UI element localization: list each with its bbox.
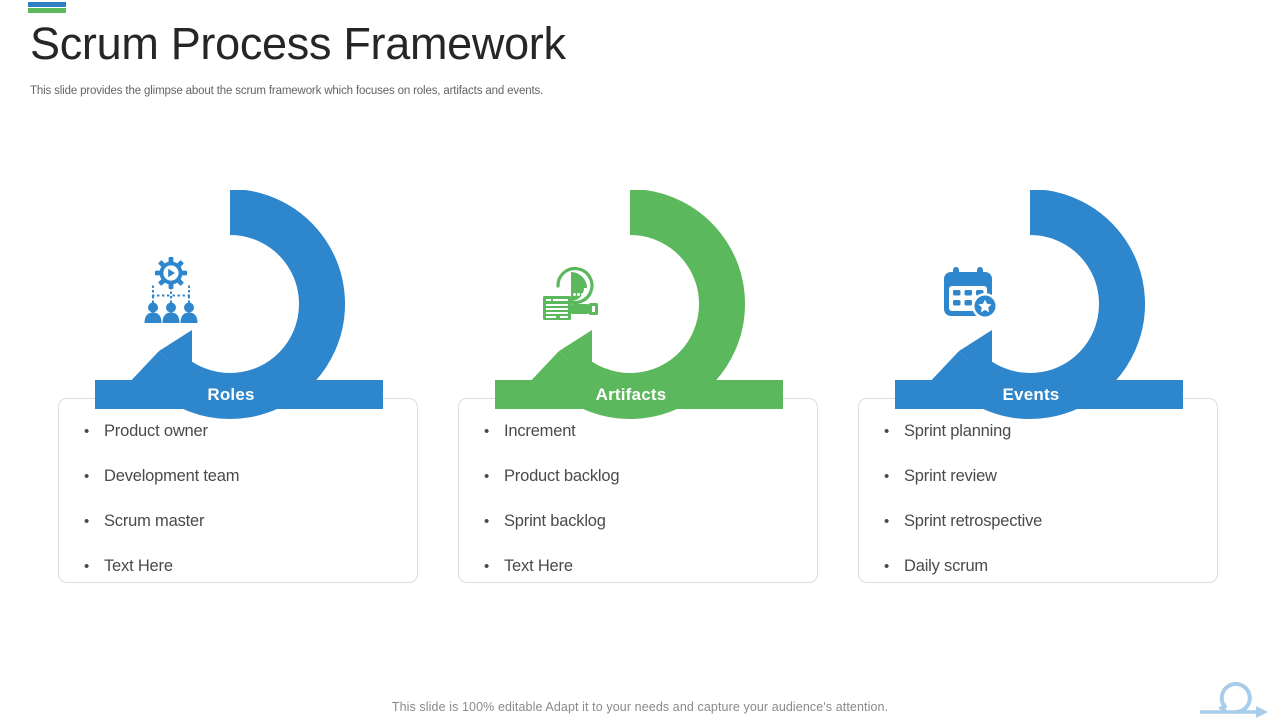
list-item: • Development team [84,467,404,512]
list-item-label: Product backlog [504,467,620,485]
list-item: • Product owner [84,422,404,467]
bullet-icon: • [884,423,890,440]
category-header-label-events: Events [1002,385,1060,404]
footer-note: This slide is 100% editable Adapt it to … [391,700,889,714]
list-item-label: Sprint planning [904,422,1012,440]
list-artifacts: • Increment • Product backlog • Sprint b… [484,422,804,602]
pie-chart-document-icon [536,256,606,326]
accent-bar-green [28,8,66,13]
bullet-icon: • [84,558,90,575]
list-item-label: Scrum master [104,512,205,530]
bullet-icon: • [484,558,490,575]
bullet-icon: • [84,468,90,485]
list-item: • Increment [484,422,804,467]
accent-bar-blue [28,2,66,7]
list-item: • Product backlog [484,467,804,512]
bullet-icon: • [84,513,90,530]
list-item: • Sprint backlog [484,512,804,557]
list-item-label: Sprint retrospective [904,512,1043,530]
list-events: • Sprint planning • Sprint review • Spri… [884,422,1204,602]
list-item: • Sprint retrospective [884,512,1204,557]
calendar-star-icon [936,256,1006,326]
list-item-label: Increment [504,422,576,440]
category-header-label-roles: Roles [207,385,255,404]
accent-bars [28,2,66,13]
scrum-cycle-arrow-logo-icon [1192,672,1272,718]
category-header-events: Events [895,380,1183,409]
category-header-roles: Roles [95,380,383,409]
list-item: • Text Here [84,557,404,602]
list-item-label: Product owner [104,422,208,440]
category-header-label-artifacts: Artifacts [595,385,667,404]
bullet-icon: • [884,468,890,485]
bullet-icon: • [484,513,490,530]
list-item-label: Sprint review [904,467,997,485]
list-item: • Sprint planning [884,422,1204,467]
list-item: • Daily scrum [884,557,1204,602]
bullet-icon: • [84,423,90,440]
page-title: Scrum Process Framework [30,18,566,69]
page-subtitle: This slide provides the glimpse about th… [30,85,544,97]
list-item: • Scrum master [84,512,404,557]
list-item-label: Text Here [504,557,573,575]
bullet-icon: • [884,558,890,575]
list-item-label: Text Here [104,557,173,575]
gear-play-team-icon [136,256,206,326]
list-item-label: Sprint backlog [504,512,606,530]
bullet-icon: • [884,513,890,530]
list-item-label: Development team [104,467,240,485]
category-header-artifacts: Artifacts [495,380,783,409]
list-item: • Text Here [484,557,804,602]
bullet-icon: • [484,423,490,440]
list-roles: • Product owner • Development team • Scr… [84,422,404,602]
bullet-icon: • [484,468,490,485]
list-item: • Sprint review [884,467,1204,512]
list-item-label: Daily scrum [904,557,988,575]
